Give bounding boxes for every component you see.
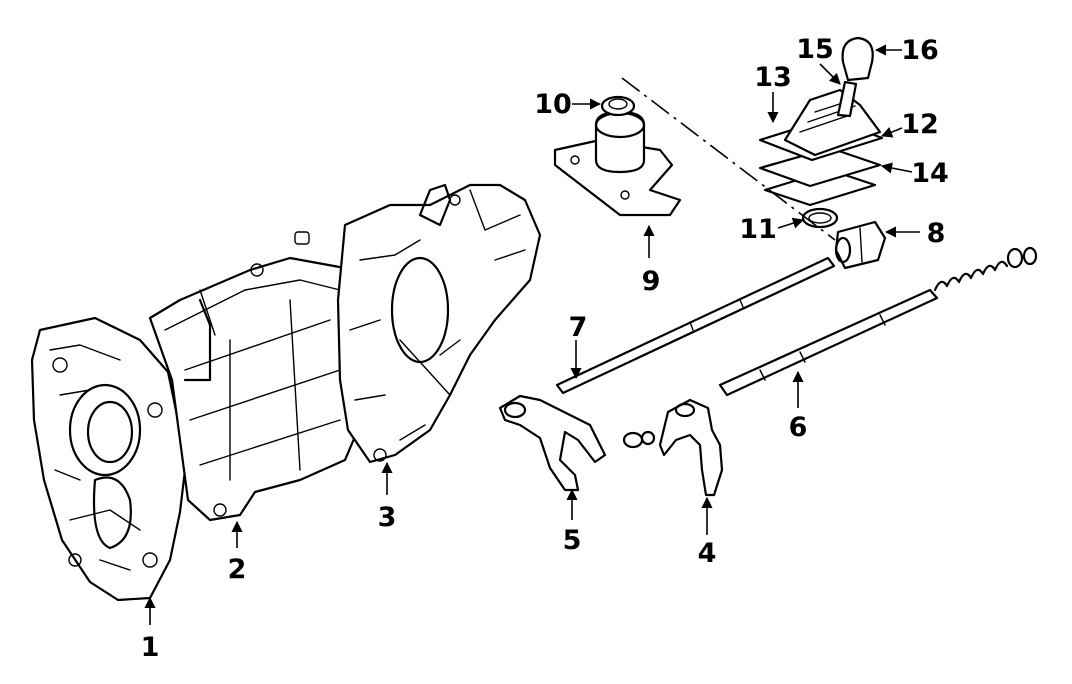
part-shift-knob	[841, 36, 874, 82]
part-shift-fork-left	[498, 394, 607, 492]
part-front-case	[30, 316, 187, 602]
callout-16: 16	[901, 35, 939, 66]
callout-9: 9	[642, 266, 661, 297]
part-shifter-base-plate	[553, 110, 682, 217]
leader-11	[777, 217, 805, 229]
part-shift-rail-spring	[718, 246, 1038, 397]
callout-5: 5	[563, 525, 582, 556]
callout-6: 6	[789, 412, 808, 443]
part-extension-housing	[336, 183, 542, 464]
callout-1: 1	[141, 632, 160, 663]
part-shift-lever	[836, 80, 858, 118]
callout-12: 12	[901, 109, 939, 140]
part-main-case	[148, 231, 367, 522]
callout-11: 11	[739, 214, 777, 245]
alignment-line	[621, 77, 836, 241]
leader-12	[880, 127, 903, 138]
part-shift-rod	[555, 256, 836, 395]
leader-15	[819, 63, 841, 85]
callout-13: 13	[754, 62, 792, 93]
callout-2: 2	[228, 554, 247, 585]
part-shift-boot	[783, 88, 882, 157]
part-o-ring	[801, 207, 839, 229]
callout-3: 3	[378, 502, 397, 533]
leader-14	[880, 162, 913, 174]
part-coupling	[834, 220, 887, 270]
callout-4: 4	[698, 538, 717, 569]
callout-14: 14	[911, 158, 949, 189]
callout-8: 8	[927, 218, 946, 249]
callout-15: 15	[796, 34, 834, 65]
callout-labels: 1 2 3 4 5 6 7 8 9 10 11 12 13 14 15 16	[141, 34, 949, 663]
leader-lines	[144, 44, 920, 625]
callout-7: 7	[569, 312, 588, 343]
part-shift-fork-right	[622, 398, 724, 497]
part-bushing	[600, 95, 636, 117]
callout-10: 10	[534, 89, 572, 120]
